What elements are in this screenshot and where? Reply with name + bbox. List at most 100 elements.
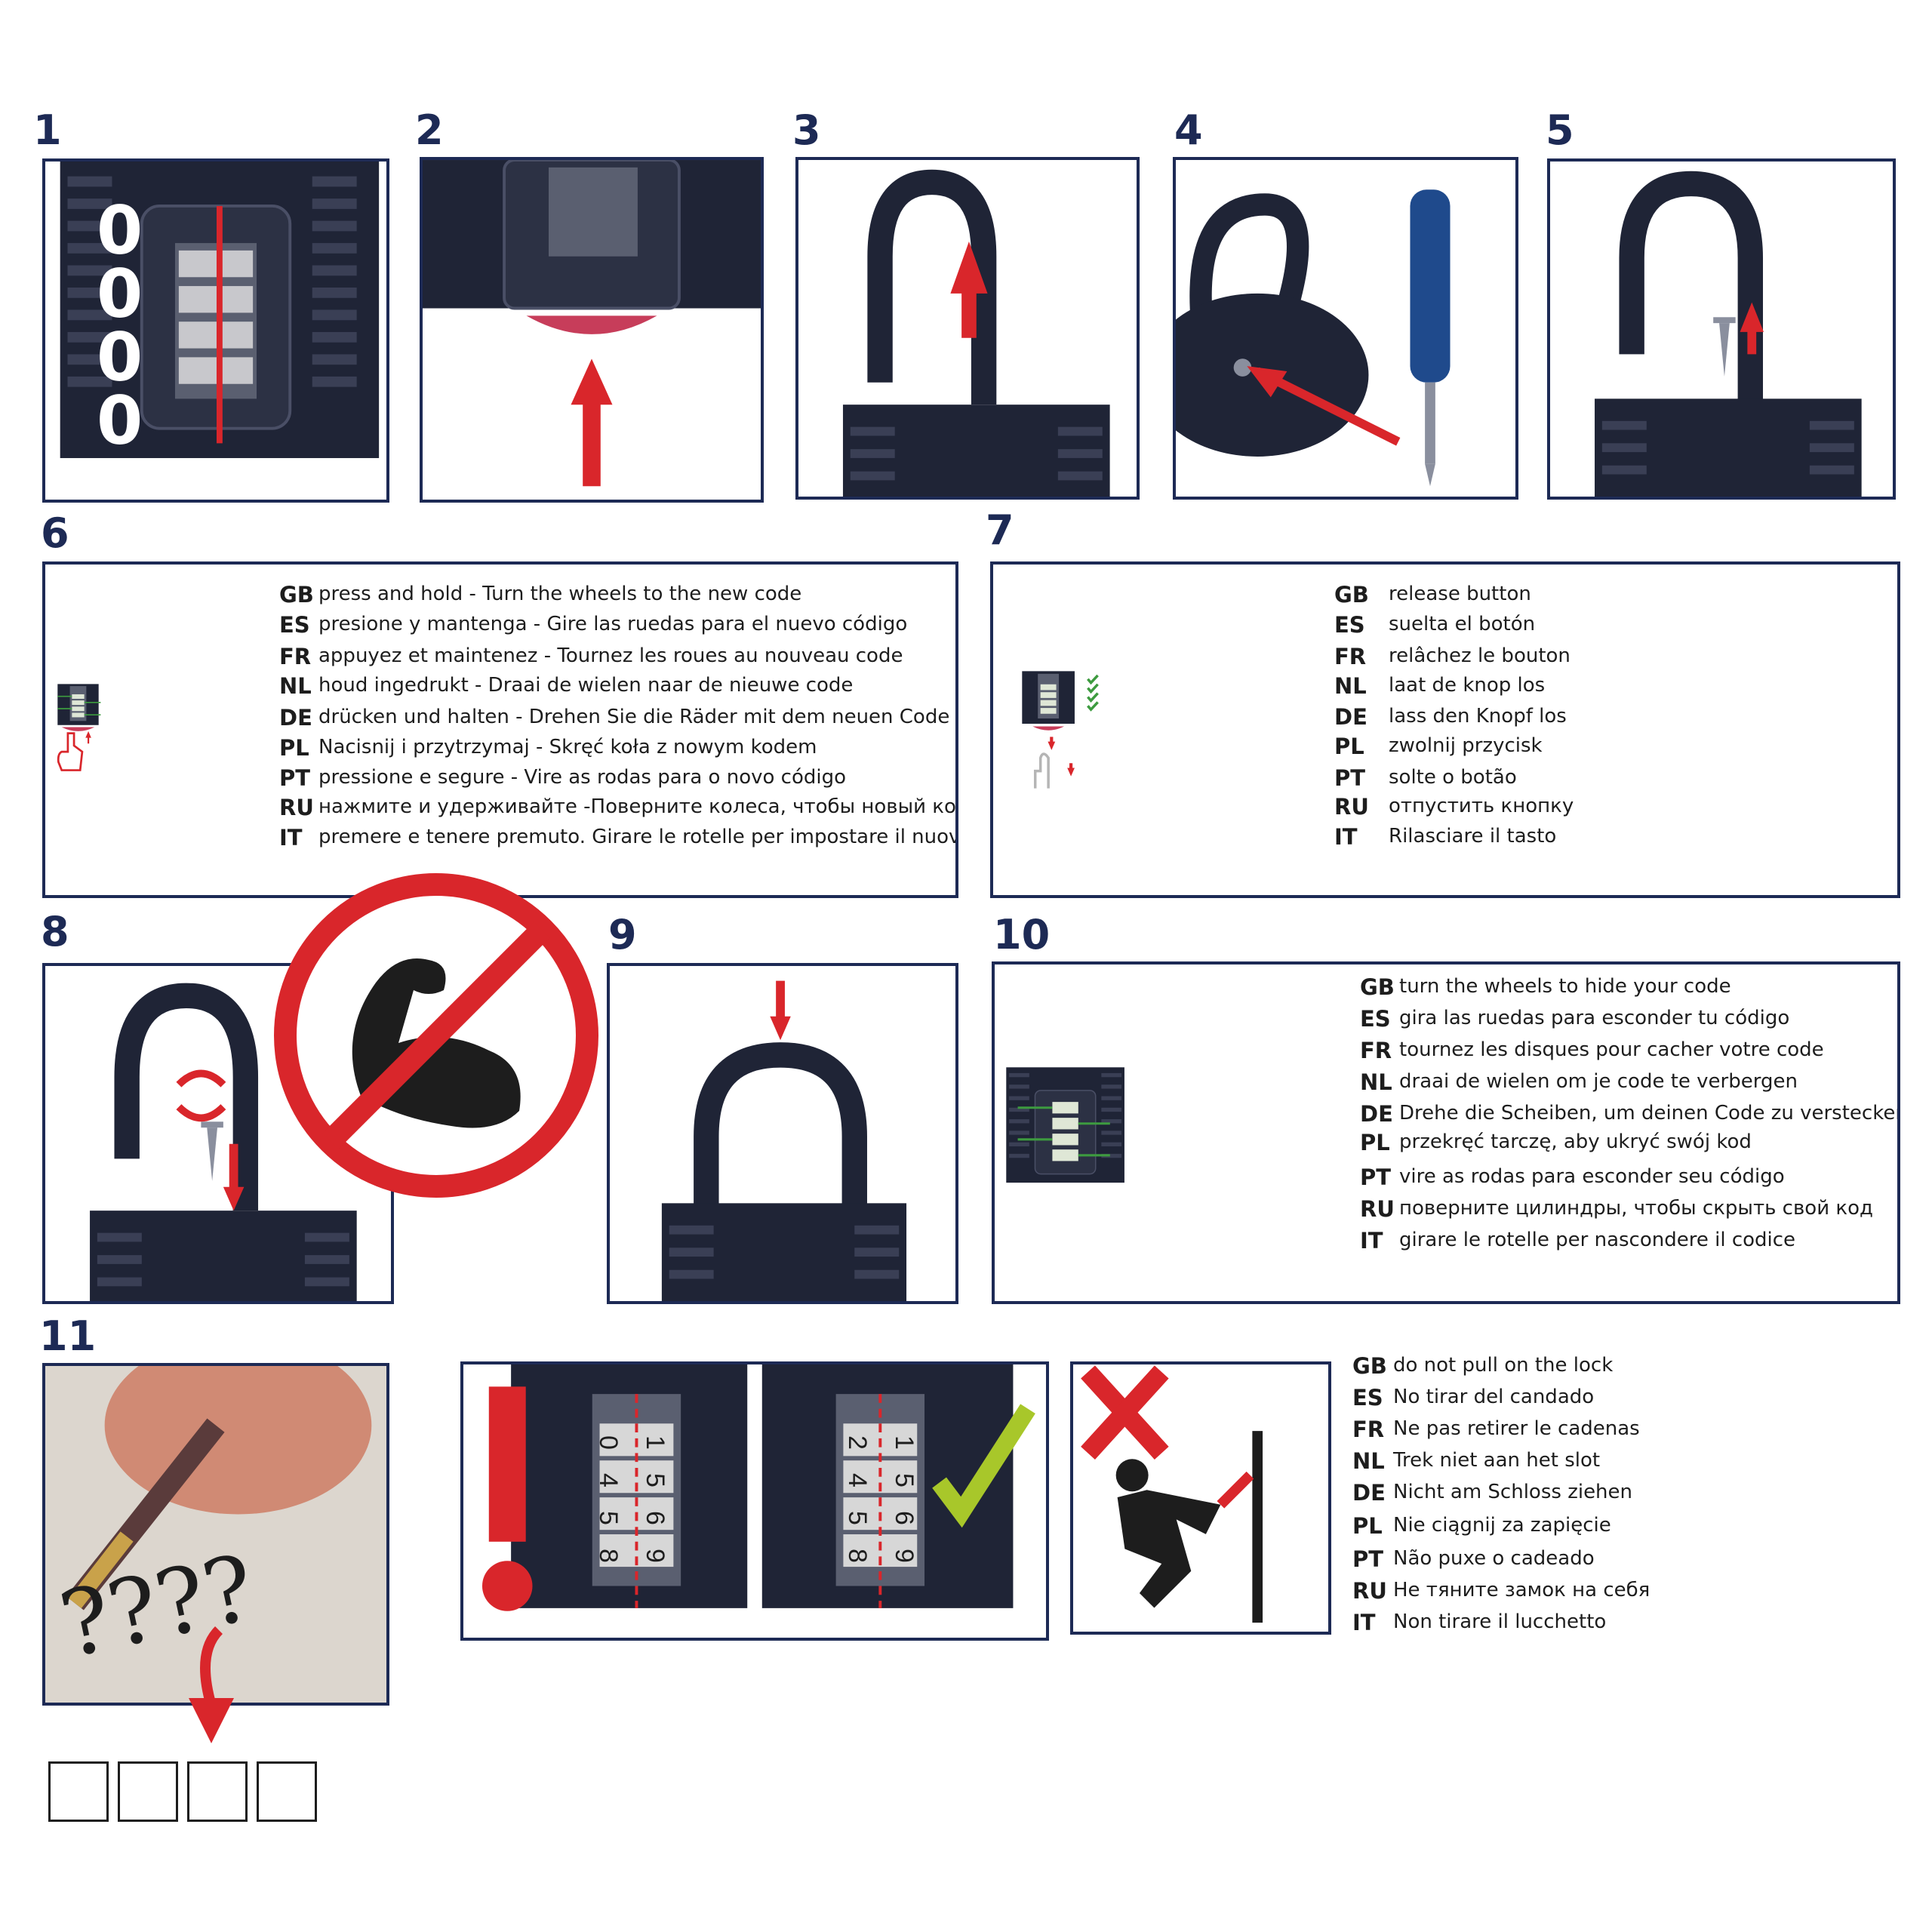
right-digit: 9: [889, 1549, 918, 1563]
screw-removed-image: [1595, 171, 1862, 497]
step-number-2: 2: [415, 106, 444, 154]
instruction-text: solte o botão: [1389, 766, 1517, 789]
right-digit: 6: [889, 1511, 918, 1525]
lang-code: PT: [1334, 765, 1366, 791]
instruction-text: zwolnij przycisk: [1389, 734, 1543, 757]
lang-code: NL: [1360, 1069, 1392, 1095]
step-11-instructions: GB do not pull on the lock ES No tirar del…: [1352, 1355, 1881, 1657]
right-digit-left: 8: [842, 1549, 872, 1563]
code-box[interactable]: [257, 1761, 317, 1822]
lang-code: DE: [279, 705, 312, 731]
lang-code: ES: [1360, 1006, 1391, 1032]
instruction-text: girare le rotelle per nascondere il codi…: [1399, 1229, 1796, 1251]
instruction-text: Nie ciągnij za zapięcie: [1393, 1514, 1611, 1537]
instruction-text: поверните цилиндры, чтобы скрыть свой ко…: [1399, 1197, 1873, 1220]
instruction-text: Не тяните замок на себя: [1393, 1579, 1651, 1601]
hide-code-image: [1006, 1067, 1124, 1183]
right-digit-left: 2: [842, 1435, 872, 1450]
step-number-1: 1: [33, 106, 62, 154]
instruction-text: relâchez le bouton: [1389, 645, 1571, 667]
instruction-text: release button: [1389, 583, 1531, 605]
instruction-text: pressione e segure - Vire as rodas para …: [318, 766, 847, 789]
right-digit-left: 4: [842, 1473, 872, 1487]
instruction-text: premere e tenere premuto. Girare le rote…: [318, 826, 955, 848]
zero-digit: 0: [97, 192, 143, 269]
instruction-text: Non tirare il lucchetto: [1393, 1611, 1607, 1633]
lang-code: PL: [1360, 1130, 1390, 1155]
wrong-digit: 4: [593, 1473, 623, 1487]
instruction-text: Ne pas retirer le cadenas: [1393, 1417, 1640, 1440]
step-number-6: 6: [41, 509, 69, 557]
lang-code: IT: [279, 825, 303, 851]
instruction-text: do not pull on the lock: [1393, 1354, 1614, 1377]
step-number-8: 8: [41, 908, 69, 955]
lock-wheels-zero-image: [60, 162, 380, 458]
right-digit: 1: [889, 1435, 918, 1450]
panel-wheel-alignment: 0 4 5 8 1 5 6 9 2 4 5 8 1 5 6 9: [460, 1361, 1049, 1641]
instruction-text: Trek niet aan het slot: [1393, 1449, 1601, 1472]
instruction-text: laat de knop los: [1389, 674, 1546, 697]
down-arrow-icon: [189, 1626, 234, 1743]
wrong-digit-right: 1: [640, 1435, 669, 1450]
wrong-digit-right: 6: [640, 1511, 669, 1525]
code-box[interactable]: [48, 1761, 109, 1822]
instruction-text: No tirar del candado: [1393, 1386, 1595, 1408]
panel-step-4: [1173, 157, 1518, 500]
instruction-text: drücken und halten - Drehen Sie die Räde…: [318, 706, 950, 728]
code-box[interactable]: [187, 1761, 248, 1822]
panel-step-1: 0 0 0 0: [42, 158, 389, 503]
lang-code: FR: [1334, 644, 1367, 669]
zero-digit: 0: [97, 318, 143, 396]
lang-code: PT: [1360, 1164, 1392, 1190]
lang-code: ES: [279, 612, 310, 638]
lang-code: DE: [1360, 1101, 1393, 1127]
instruction-text: отпустить кнопку: [1389, 795, 1574, 817]
panel-step-9: [607, 963, 958, 1304]
instruction-text: Não puxe o cadeado: [1393, 1547, 1595, 1570]
wrong-digit: 0: [593, 1435, 623, 1450]
step-number-4: 4: [1174, 106, 1203, 154]
do-not-pull-image: [1081, 1365, 1263, 1623]
lang-code: IT: [1352, 1610, 1376, 1635]
right-digit-left: 5: [842, 1511, 872, 1525]
lang-code: GB: [1352, 1353, 1387, 1379]
lang-code: IT: [1334, 824, 1358, 850]
screwdriver-image: [1176, 189, 1451, 487]
code-box[interactable]: [118, 1761, 178, 1822]
shackle-open-image: [842, 169, 1110, 497]
lang-code: RU: [279, 795, 314, 820]
panel-step-11-write-code: ????: [42, 1363, 389, 1706]
lang-code: NL: [279, 673, 312, 699]
lang-code: PL: [1334, 734, 1364, 759]
lang-code: RU: [1352, 1578, 1387, 1604]
panel-step-2: [420, 157, 764, 503]
instruction-text: tournez les disques pour cacher votre co…: [1399, 1038, 1824, 1061]
lang-code: NL: [1352, 1448, 1385, 1474]
wheel-alignment-image: [481, 1364, 1035, 1611]
lang-code: PL: [1352, 1513, 1383, 1539]
writing-hand-image: [45, 1366, 386, 1703]
zero-digit: 0: [97, 255, 143, 333]
instruction-text: lass den Knopf los: [1389, 705, 1567, 728]
instruction-text: suelta el botón: [1389, 613, 1536, 635]
instruction-text: appuyez et maintenez - Tournez les roues…: [318, 645, 903, 667]
wrong-digit: 8: [593, 1549, 623, 1563]
wrong-digit-right: 5: [640, 1473, 669, 1487]
step-number-9: 9: [608, 911, 637, 958]
lang-code: IT: [1360, 1228, 1383, 1254]
instruction-text: нажмите и удерживайте -Поверните колеса,…: [318, 795, 958, 818]
instruction-text: Nacisnij i przytrzymaj - Skręć koła z no…: [318, 736, 817, 758]
lang-code: ES: [1352, 1385, 1383, 1411]
instruction-text: press and hold - Turn the wheels to the …: [318, 583, 802, 605]
lang-code: PT: [1352, 1546, 1384, 1572]
release-button-image: [1022, 671, 1099, 789]
press-and-turn-image: [57, 684, 101, 771]
zero-digit: 0: [97, 382, 143, 460]
instruction-text: turn the wheels to hide your code: [1399, 975, 1731, 998]
step-number-10: 10: [993, 911, 1051, 958]
step-number-11: 11: [39, 1312, 97, 1360]
lang-code: RU: [1334, 794, 1369, 820]
